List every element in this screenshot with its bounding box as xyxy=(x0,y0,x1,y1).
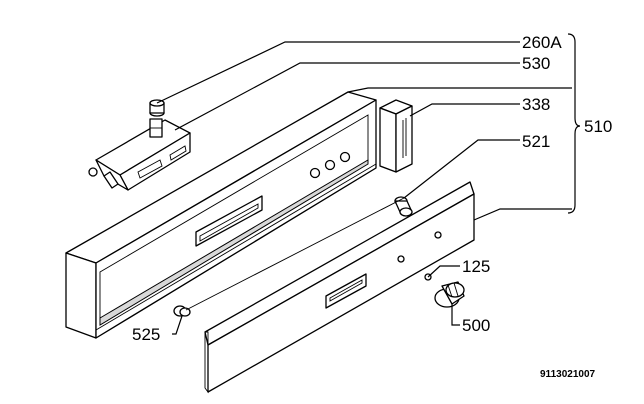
label-525: 525 xyxy=(132,325,160,344)
label-521: 521 xyxy=(522,132,550,151)
label-125: 125 xyxy=(462,257,490,276)
label-510: 510 xyxy=(584,117,612,136)
label-338: 338 xyxy=(522,95,550,114)
drawing-reference: 9113021007 xyxy=(540,369,596,380)
foot-plug xyxy=(173,305,191,317)
knob xyxy=(434,281,465,308)
control-panel-frame xyxy=(65,91,377,339)
label-530: 530 xyxy=(522,54,550,73)
spindle xyxy=(394,196,413,217)
side-block xyxy=(379,99,413,173)
front-fascia-panel xyxy=(204,181,475,394)
leader-lines xyxy=(156,41,572,335)
group-bracket-510 xyxy=(567,33,581,214)
label-500: 500 xyxy=(462,316,490,335)
label-260a: 260A xyxy=(522,33,562,52)
hinge-bracket xyxy=(88,118,191,191)
